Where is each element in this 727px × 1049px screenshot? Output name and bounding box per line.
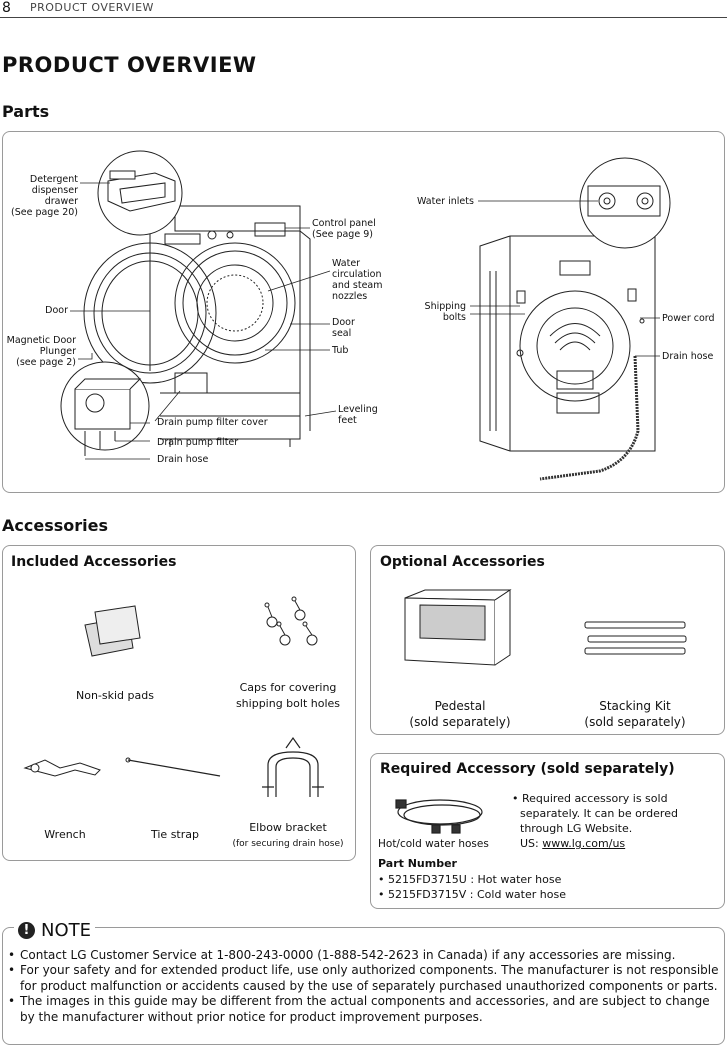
label-line: feet <box>338 415 357 426</box>
stacking-kit-icon <box>584 621 687 655</box>
label-line: circulation <box>332 269 382 280</box>
label-leveling-feet: Leveling feet <box>338 404 378 426</box>
water-hoses-icon <box>395 799 483 834</box>
note-box <box>2 927 725 1045</box>
label-line: (See page 9) <box>312 229 373 240</box>
required-accessory-title: Required Accessory (sold separately) <box>380 761 675 777</box>
wrench-icon <box>23 759 101 777</box>
back-washer-illustration <box>470 157 671 481</box>
label-line: Door <box>332 317 355 328</box>
label-line: nozzles <box>332 291 368 302</box>
label-drain-pump-filter: Drain pump filter <box>157 437 239 448</box>
required-accessory-info: • Required accessory is sold separately.… <box>512 791 678 851</box>
label-line: (See page 20) <box>11 207 78 218</box>
label-drain-hose-back: Drain hose <box>662 351 714 362</box>
label-tie-strap: Tie strap <box>151 828 199 841</box>
included-accessories-title: Included Accessories <box>11 554 177 570</box>
label-door: Door <box>45 305 68 316</box>
note-item: The images in this guide may be differen… <box>8 994 720 1025</box>
tie-strap-icon <box>127 759 221 777</box>
label-drain-hose-front: Drain hose <box>157 454 209 465</box>
non-skid-pads-icon <box>84 605 141 657</box>
parts-heading: Parts <box>2 102 50 121</box>
label-water-circulation: Water circulation and steam nozzles <box>332 258 383 302</box>
us-prefix: US: <box>520 837 543 850</box>
part-number-list: • 5215FD3715U : Hot water hose • 5215FD3… <box>378 872 566 902</box>
info-line: separately. It can be ordered <box>520 807 678 820</box>
label-power-cord: Power cord <box>662 313 715 324</box>
exclamation-icon: ! <box>18 922 35 939</box>
label-line: shipping bolt holes <box>235 697 341 710</box>
part-number-item: • 5215FD3715U : Hot water hose <box>378 873 562 886</box>
label-drain-pump-filter-cover: Drain pump filter cover <box>157 417 268 428</box>
label-stacking-kit: Stacking Kit (sold separately) <box>560 698 710 730</box>
label-line: Caps for covering <box>239 681 337 694</box>
label-door-seal: Door seal <box>332 317 355 339</box>
label-detergent-drawer: Detergent dispenser drawer (See page 20) <box>0 174 78 218</box>
note-item: Contact LG Customer Service at 1-800-243… <box>8 948 720 964</box>
optional-accessories-title: Optional Accessories <box>380 554 545 570</box>
note-header: ! NOTE <box>14 920 96 941</box>
label-line: (sold separately) <box>584 715 686 729</box>
label-line: and steam <box>332 280 383 291</box>
elbow-bracket-icon <box>262 736 324 797</box>
label-pedestal: Pedestal (sold separately) <box>380 698 540 730</box>
pedestal-icon <box>404 589 512 666</box>
part-number-heading: Part Number <box>378 857 457 870</box>
label-line: drawer <box>44 196 78 207</box>
label-line: Control panel <box>312 218 376 229</box>
note-item: For your safety and for extended product… <box>8 963 720 994</box>
label-elbow-bracket: Elbow bracket <box>249 821 327 834</box>
label-shipping-bolts: Shipping bolts <box>400 301 466 323</box>
required-accessory-panel <box>370 753 725 909</box>
label-control-panel: Control panel (See page 9) <box>312 218 376 240</box>
label-line: Water <box>332 258 361 269</box>
label-line: Detergent <box>29 174 78 185</box>
info-line: through LG Website. <box>520 822 633 835</box>
note-list: Contact LG Customer Service at 1-800-243… <box>8 948 720 1025</box>
label-water-inlets: Water inlets <box>417 196 474 207</box>
us-website-line: US: www.lg.com/us <box>512 836 678 851</box>
label-line: Stacking Kit <box>599 699 671 713</box>
header-rule <box>0 17 727 18</box>
label-line: seal <box>332 328 352 339</box>
label-line: (sold separately) <box>409 715 511 729</box>
label-non-skid-pads: Non-skid pads <box>76 689 154 702</box>
note-title: NOTE <box>41 920 92 941</box>
running-title: PRODUCT OVERVIEW <box>30 1 154 14</box>
label-line: dispenser <box>31 185 78 196</box>
info-line: • Required accessory is sold <box>512 792 668 805</box>
bolt-caps-icon <box>264 596 318 646</box>
label-line: Leveling <box>338 404 378 415</box>
label-line: (see page 2) <box>16 357 76 368</box>
part-number-item: • 5215FD3715V : Cold water hose <box>378 888 566 901</box>
label-wrench: Wrench <box>44 828 86 841</box>
label-line: Plunger <box>39 346 76 357</box>
label-water-hoses: Hot/cold water hoses <box>378 838 489 850</box>
label-line: bolts <box>442 312 466 323</box>
label-magnetic-door-plunger: Magnetic Door Plunger (see page 2) <box>0 335 76 368</box>
included-accessories-panel <box>2 545 356 861</box>
label-line: Magnetic Door <box>6 335 76 346</box>
front-washer-illustration <box>60 150 337 460</box>
label-tub: Tub <box>332 345 349 356</box>
label-line: Pedestal <box>434 699 486 713</box>
accessories-heading: Accessories <box>2 516 108 535</box>
label-bolt-caps: Caps for covering shipping bolt holes <box>228 680 348 712</box>
label-elbow-bracket-note: (for securing drain hose) <box>232 839 344 849</box>
page-title: PRODUCT OVERVIEW <box>2 53 257 77</box>
label-line: Shipping <box>424 301 466 312</box>
page-number: 8 <box>2 0 11 16</box>
lg-website-link[interactable]: www.lg.com/us <box>542 837 626 850</box>
